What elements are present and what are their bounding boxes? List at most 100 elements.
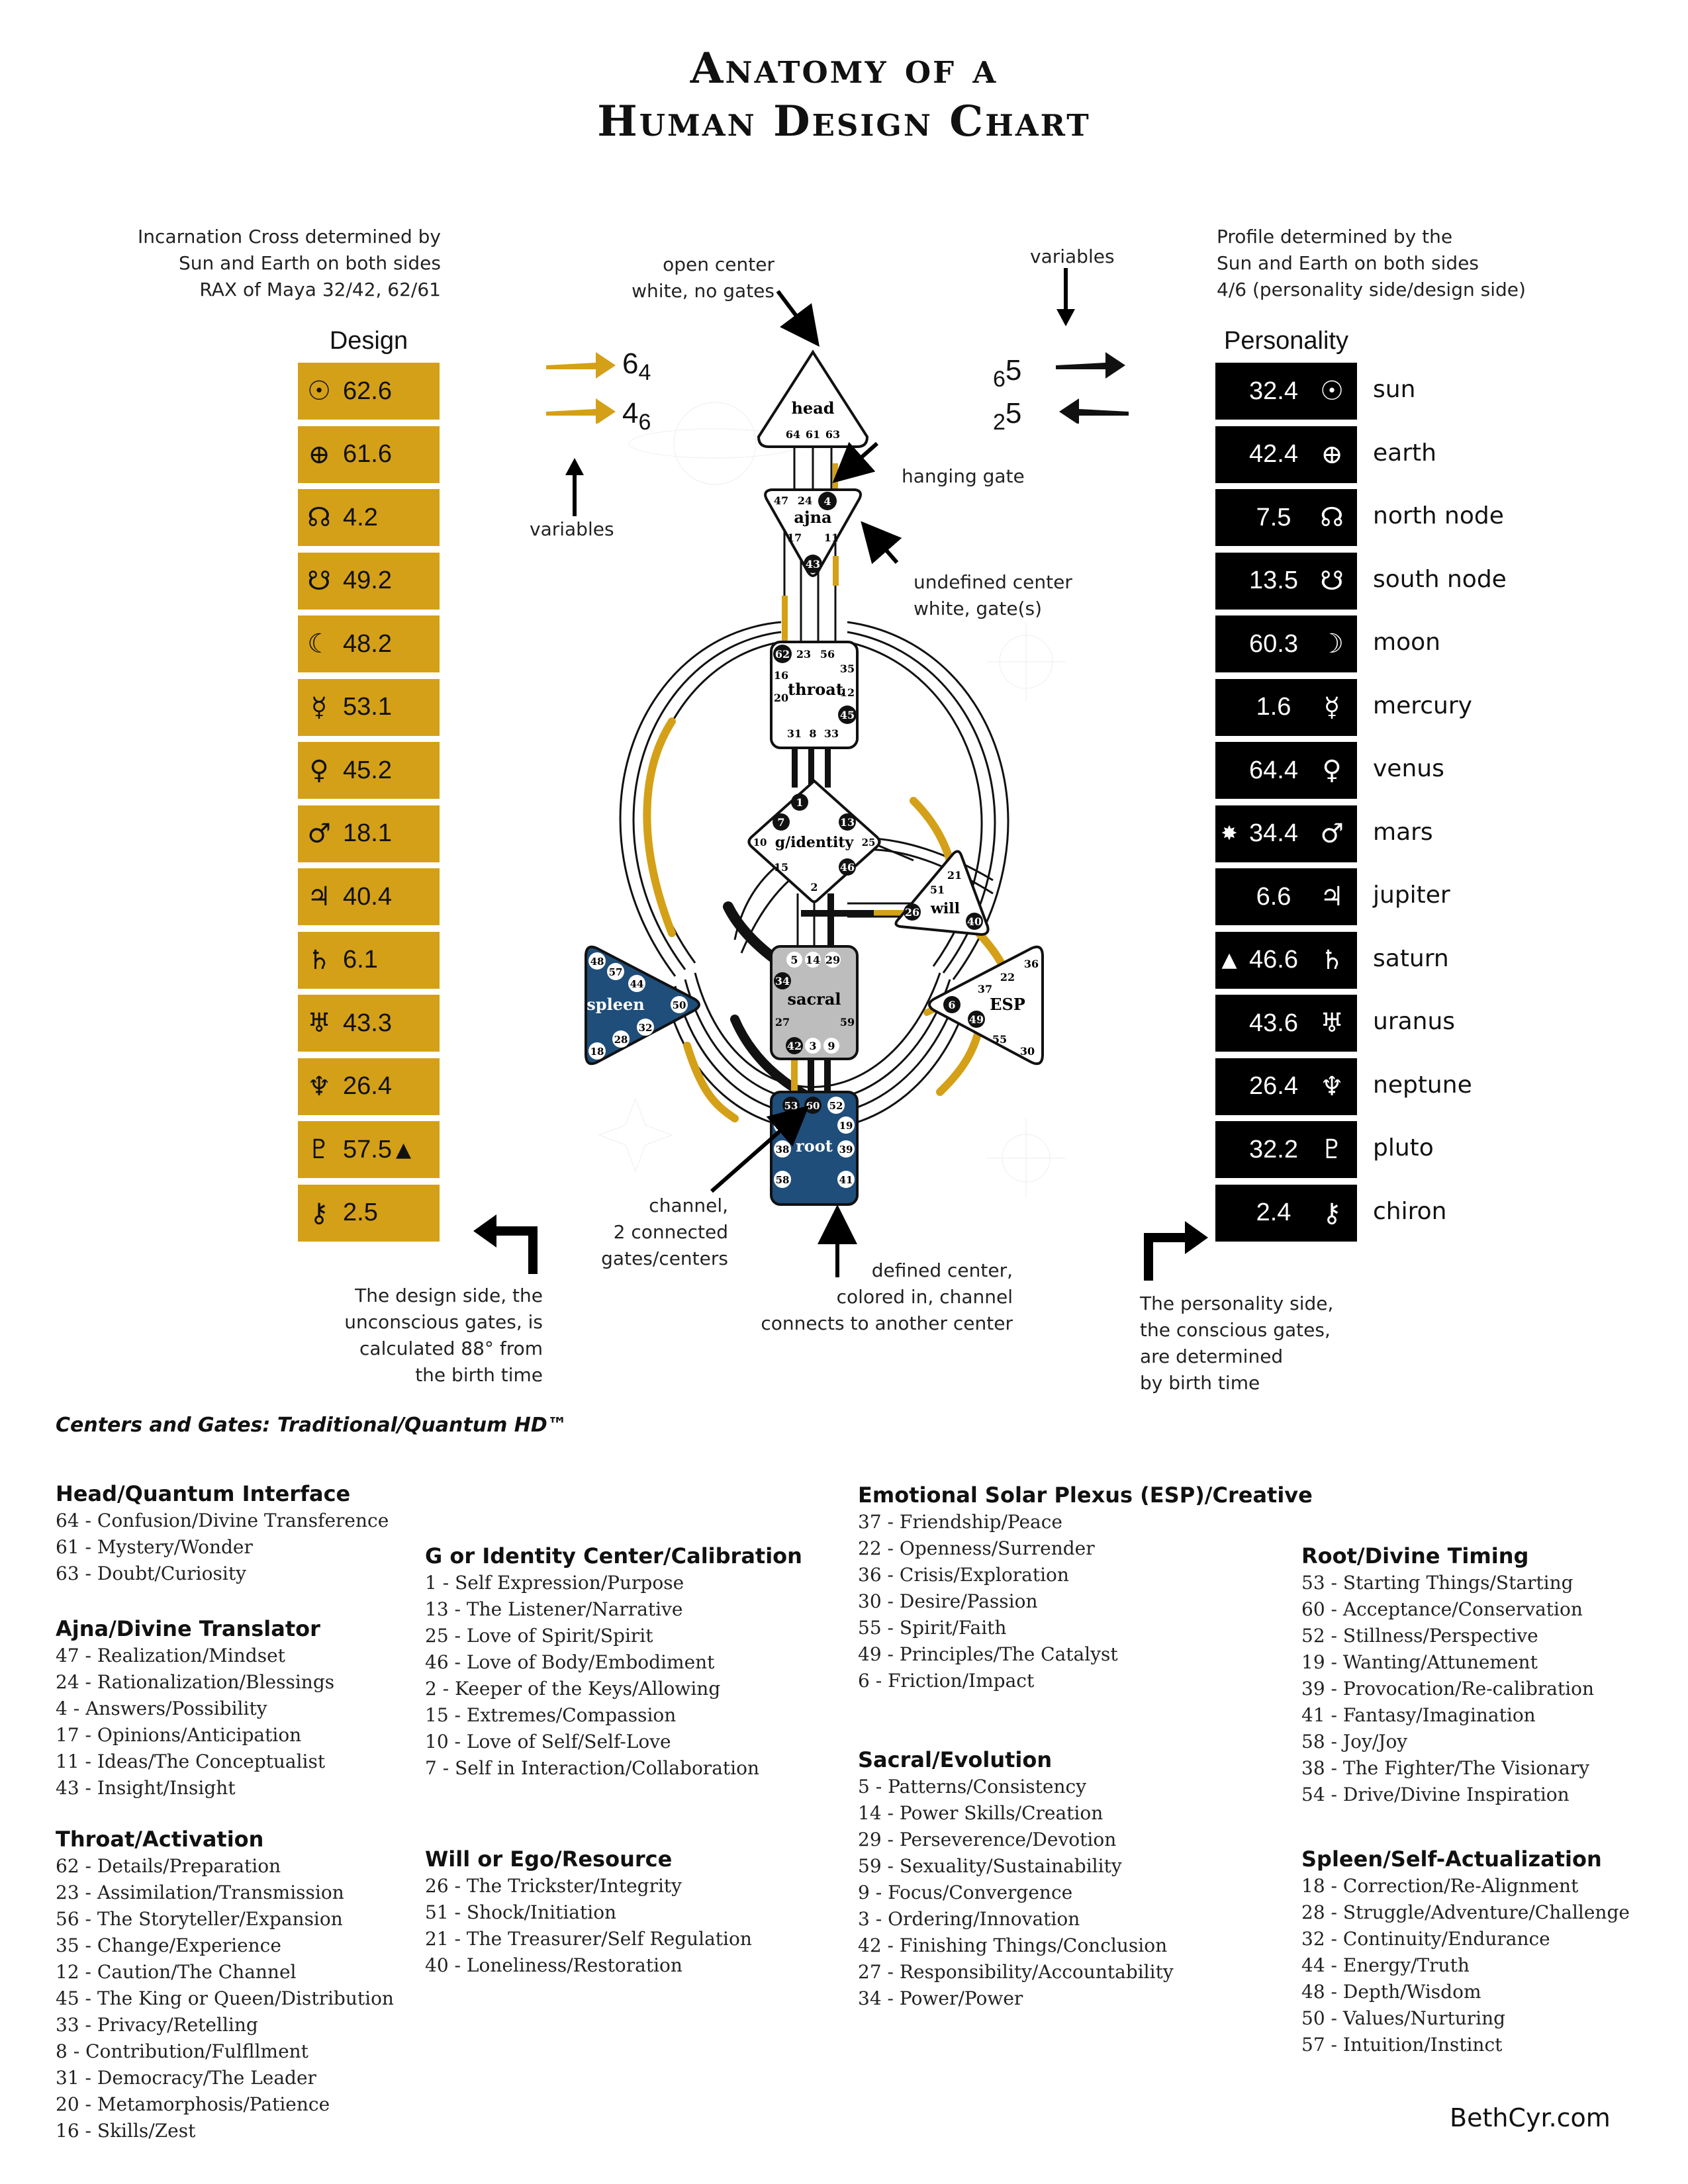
legend-group-title: Ajna/Divine Translator [56, 1616, 320, 1641]
gate-11: 11 [824, 531, 839, 544]
hanging-gate-note: hanging gate [902, 465, 1025, 487]
legend-item: 39 - Provocation/Re-calibration [1301, 1678, 1595, 1700]
note-line: the conscious gates, [1140, 1319, 1331, 1341]
planet-glyph-icon: ☊ [1320, 502, 1344, 533]
design-row: ⚷2.5 [298, 1184, 440, 1242]
legend-item: 25 - Love of Spirit/Spirit [425, 1625, 653, 1647]
bodygraph-diagram: head 64 61 63 47 24 4 ajna 17 11 43 62 2… [585, 290, 1066, 1277]
personality-row: 7.5 ☊ [1215, 489, 1357, 546]
legend-item: 2 - Keeper of the Keys/Allowing [425, 1678, 721, 1700]
background-stars [598, 402, 1066, 1198]
design-row: ♆26.4 [298, 1058, 440, 1115]
planet-name: neptune [1373, 1071, 1472, 1099]
profile-note: Profile determined by the Sun and Earth … [1217, 224, 1587, 303]
design-value: 49.2 [343, 567, 392, 594]
gate-60: 60 [806, 1100, 820, 1112]
gate-47: 47 [774, 494, 788, 507]
open-center-note: open center white, no gates [616, 251, 774, 304]
gate-62: 62 [775, 648, 790, 660]
design-row: ♅43.3 [298, 995, 440, 1052]
gate-33: 33 [824, 727, 839, 740]
design-value: 61.6 [343, 440, 392, 468]
personality-value: 6.6 [1256, 882, 1291, 911]
planet-name: venus [1373, 755, 1444, 782]
legend-group-title: Sacral/Evolution [858, 1747, 1053, 1772]
gate-59: 59 [840, 1016, 855, 1028]
legend-item: 42 - Finishing Things/Conclusion [858, 1934, 1168, 1956]
gate-28: 28 [614, 1034, 628, 1046]
planet-name: pluto [1373, 1134, 1434, 1161]
personality-value: 7.5 [1256, 503, 1291, 531]
legend-item: 46 - Love of Body/Embodiment [425, 1651, 715, 1673]
legend-item: 38 - The Fighter/The Visionary [1301, 1757, 1590, 1779]
personality-value: 64.4 [1249, 756, 1298, 784]
planet-name: north node [1373, 502, 1504, 529]
gate-12: 12 [840, 686, 855, 699]
legend-item: 33 - Privacy/Retelling [56, 2014, 258, 2036]
personality-row: 6.6♃ [1215, 868, 1357, 925]
planet-glyph-icon: ♀ [309, 755, 329, 786]
legend-item: 4 - Answers/Possibility [56, 1698, 267, 1719]
head-center: head 64 61 63 [757, 349, 869, 448]
legend-item: 55 - Spirit/Faith [858, 1617, 1007, 1639]
variables-top-note: variables [1030, 246, 1115, 267]
legend-subtitle: Centers and Gates: Traditional/Quantum H… [56, 1414, 567, 1437]
gate-58: 58 [776, 1174, 790, 1186]
gate-52: 52 [829, 1100, 843, 1112]
personality-row: 64.4♀ [1215, 742, 1357, 799]
spleen-label: spleen [586, 995, 644, 1014]
personality-row: 42.4⊕ [1215, 426, 1357, 483]
design-value: 48.2 [343, 629, 392, 658]
legend-item: 44 - Energy/Truth [1301, 1954, 1470, 1976]
legend-item: 23 - Assimilation/Transmission [56, 1882, 344, 1903]
gate-49: 49 [969, 1013, 984, 1026]
personality-row: 43.6♅ [1215, 995, 1357, 1052]
personality-value: 34.4 [1249, 819, 1298, 847]
planet-glyph-icon: ☿ [1323, 692, 1340, 723]
sacral-label: sacral [788, 989, 841, 1009]
note-line: by birth time [1140, 1372, 1260, 1394]
diagram-pointer-arrows [710, 290, 902, 1277]
note-line: gates/centers [601, 1248, 728, 1269]
legend-group-title: Head/Quantum Interface [56, 1481, 351, 1506]
personality-side-arrow [1144, 1221, 1208, 1281]
legend-item: 10 - Love of Self/Self-Love [425, 1731, 671, 1752]
gate-44: 44 [630, 978, 644, 990]
note-line: undefined center [914, 571, 1072, 593]
gate-27: 27 [775, 1016, 790, 1028]
legend-item: 37 - Friendship/Peace [858, 1511, 1062, 1533]
legend-item: 18 - Correction/Re-Alignment [1301, 1875, 1579, 1897]
design-row: ♀ 45.2 [298, 742, 440, 799]
personality-row: 60.3☽ [1215, 615, 1357, 672]
legend-item: 12 - Caution/The Channel [56, 1961, 297, 1983]
gate-45: 45 [840, 709, 855, 721]
planet-glyph-icon: ♂ [307, 818, 331, 849]
legend-item: 32 - Continuity/Endurance [1301, 1928, 1550, 1950]
design-value: 53.1 [343, 693, 392, 721]
gate-63: 63 [825, 428, 840, 441]
design-value: 4.2 [343, 503, 378, 531]
personality-value: 42.4 [1249, 440, 1298, 468]
note-line: white, no gates [632, 280, 774, 302]
design-value: 45.2 [343, 756, 392, 784]
gate-16: 16 [774, 669, 788, 682]
personality-value: 43.6 [1249, 1009, 1298, 1037]
g-label: g/identity [775, 834, 855, 851]
planet-glyph-icon: ♇ [1320, 1134, 1344, 1165]
note-line: connects to another center [761, 1312, 1013, 1334]
legend-item: 16 - Skills/Zest [56, 2120, 196, 2142]
design-row: ♇57.5▲ [298, 1121, 440, 1178]
design-side-arrow [473, 1214, 538, 1274]
planet-glyph-icon: ⚷ [1322, 1197, 1342, 1228]
note-line: The personality side, [1140, 1293, 1334, 1314]
undefined-center-note: undefined center white, gate(s) [914, 569, 1072, 622]
design-variable-arrows [546, 352, 616, 424]
personality-value: 2.4 [1256, 1199, 1291, 1226]
legend-group-title: Emotional Solar Plexus (ESP)/Creative [858, 1482, 1313, 1508]
variable-big: 6 [622, 347, 639, 380]
personality-variable-arrows [1056, 352, 1129, 424]
legend-item: 30 - Desire/Passion [858, 1590, 1038, 1612]
